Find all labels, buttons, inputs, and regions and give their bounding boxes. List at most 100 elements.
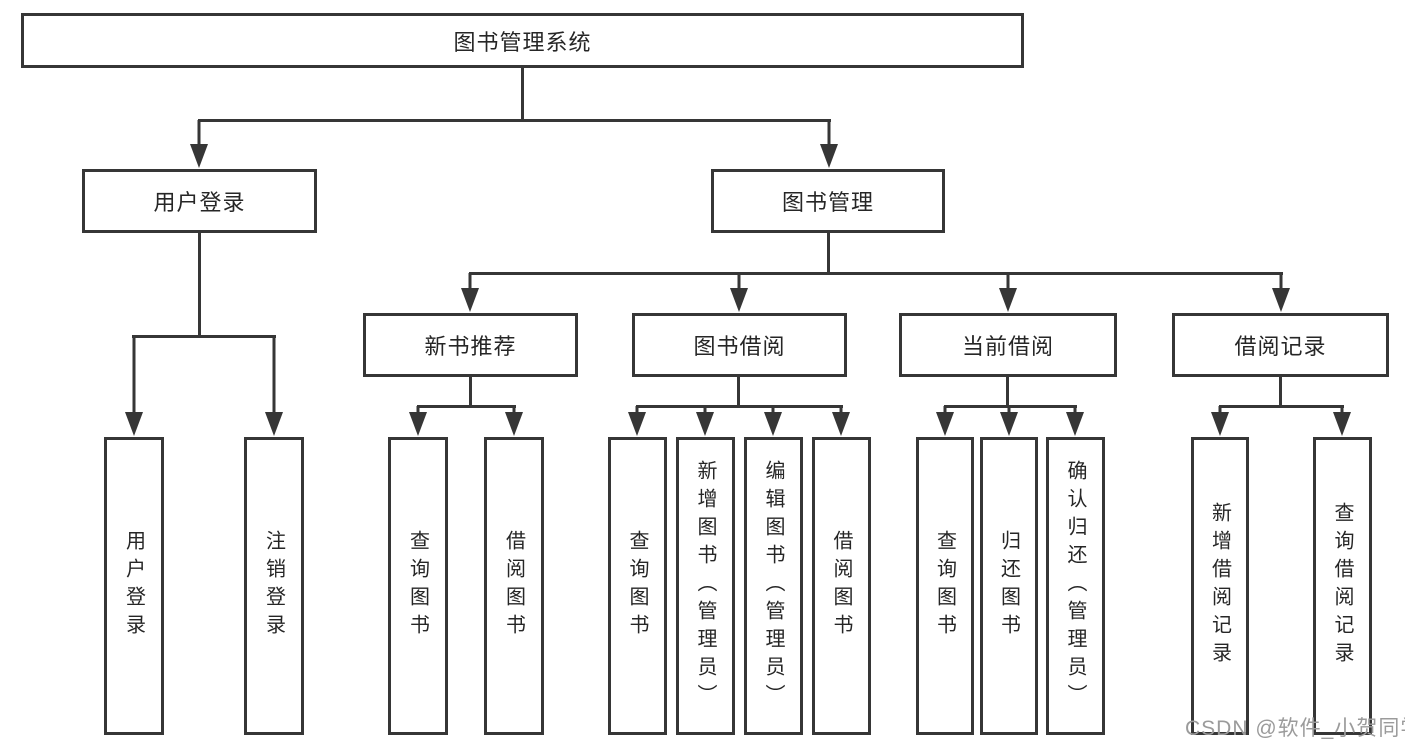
arrowhead-icon xyxy=(190,144,208,168)
connector-line xyxy=(1219,405,1344,408)
node-label: 新书推荐 xyxy=(424,334,517,359)
node-label: 查询借阅记录 xyxy=(1331,502,1353,670)
connector-line xyxy=(1279,377,1282,408)
node-label: 查询图书 xyxy=(933,530,956,642)
arrow-stem xyxy=(839,406,843,416)
connector-line xyxy=(1006,377,1009,408)
node-borrow-books-recommend: 借阅图书 xyxy=(484,437,544,735)
arrow-stem xyxy=(1279,273,1283,292)
node-query-books-recommend: 查询图书 xyxy=(388,437,448,735)
arrowhead-icon xyxy=(461,288,479,312)
arrow-down-icon xyxy=(628,406,646,436)
arrow-stem xyxy=(1218,406,1222,416)
arrow-down-icon xyxy=(505,406,523,436)
node-label: 图书管理 xyxy=(781,190,874,215)
arrowhead-icon xyxy=(936,412,954,436)
node-label: 用户登录 xyxy=(122,530,145,642)
arrow-stem xyxy=(737,273,741,292)
node-label: 图书借阅 xyxy=(693,334,786,359)
node-label: 当前借阅 xyxy=(961,334,1054,359)
connector-line xyxy=(417,405,516,408)
arrow-stem xyxy=(827,120,831,148)
node-edit-books-admin: 编辑图书（管理员） xyxy=(744,437,803,735)
connector-line xyxy=(469,272,1283,275)
arrow-down-icon xyxy=(696,406,714,436)
arrow-down-icon xyxy=(936,406,954,436)
arrowhead-icon xyxy=(999,288,1017,312)
arrow-stem xyxy=(771,406,775,416)
arrowhead-icon xyxy=(125,412,143,436)
arrow-down-icon xyxy=(999,273,1017,312)
arrowhead-icon xyxy=(409,412,427,436)
arrow-stem xyxy=(132,336,136,416)
connector-line xyxy=(198,233,201,338)
node-query-books-borrowing: 查询图书 xyxy=(608,437,667,735)
node-label: 查询图书 xyxy=(626,530,648,642)
connector-line xyxy=(737,377,740,408)
node-borrow-books-borrowing: 借阅图书 xyxy=(812,437,871,735)
node-label: 借阅图书 xyxy=(830,530,852,642)
arrow-down-icon xyxy=(820,120,838,168)
arrow-stem xyxy=(468,273,472,292)
node-label: 归还图书 xyxy=(997,530,1020,642)
node-label: 图书管理系统 xyxy=(453,29,592,55)
node-borrowing-records: 借阅记录 xyxy=(1172,313,1389,377)
node-label: 新增借阅记录 xyxy=(1208,502,1231,670)
node-label: 用户登录 xyxy=(153,190,246,215)
arrowhead-icon xyxy=(1211,412,1229,436)
arrowhead-icon xyxy=(730,288,748,312)
arrow-down-icon xyxy=(461,273,479,312)
node-user-login: 用户登录 xyxy=(82,169,317,233)
arrowhead-icon xyxy=(696,412,714,436)
node-label: 查询图书 xyxy=(406,530,429,642)
arrowhead-icon xyxy=(1272,288,1290,312)
connector-line xyxy=(469,377,472,408)
arrow-down-icon xyxy=(265,336,283,436)
arrowhead-icon xyxy=(764,412,782,436)
arrowhead-icon xyxy=(820,144,838,168)
arrowhead-icon xyxy=(505,412,523,436)
arrowhead-icon xyxy=(628,412,646,436)
node-query-borrow-record: 查询借阅记录 xyxy=(1313,437,1372,735)
arrow-stem xyxy=(943,406,947,416)
node-user-login-leaf: 用户登录 xyxy=(104,437,164,735)
connector-line xyxy=(198,119,831,122)
connector-line xyxy=(827,233,830,275)
arrowhead-icon xyxy=(265,412,283,436)
node-label: 确认归还（管理员） xyxy=(1064,460,1086,712)
node-label: 注销登录 xyxy=(262,530,285,642)
node-label: 借阅记录 xyxy=(1234,334,1327,359)
node-label: 借阅图书 xyxy=(502,530,525,642)
arrow-down-icon xyxy=(1333,406,1351,436)
node-new-book-recommend: 新书推荐 xyxy=(363,313,578,377)
arrowhead-icon xyxy=(1066,412,1084,436)
arrow-down-icon xyxy=(1211,406,1229,436)
arrow-stem xyxy=(1007,406,1011,416)
arrow-down-icon xyxy=(730,273,748,312)
node-add-borrow-record: 新增借阅记录 xyxy=(1191,437,1249,735)
arrow-stem xyxy=(512,406,516,416)
arrow-stem xyxy=(1073,406,1077,416)
arrowhead-icon xyxy=(1333,412,1351,436)
arrow-stem xyxy=(1340,406,1344,416)
node-logout-leaf: 注销登录 xyxy=(244,437,304,735)
node-return-books: 归还图书 xyxy=(980,437,1038,735)
connector-line xyxy=(132,335,276,338)
node-book-borrowing: 图书借阅 xyxy=(632,313,847,377)
arrow-stem xyxy=(416,406,420,416)
arrow-down-icon xyxy=(409,406,427,436)
node-confirm-return-admin: 确认归还（管理员） xyxy=(1046,437,1105,735)
arrow-down-icon xyxy=(125,336,143,436)
node-library-management-system: 图书管理系统 xyxy=(21,13,1024,68)
arrow-down-icon xyxy=(832,406,850,436)
connector-line xyxy=(521,68,524,121)
arrow-down-icon xyxy=(1272,273,1290,312)
node-add-books-admin: 新增图书（管理员） xyxy=(676,437,735,735)
arrow-down-icon xyxy=(1066,406,1084,436)
node-current-borrowing: 当前借阅 xyxy=(899,313,1117,377)
node-label: 编辑图书（管理员） xyxy=(762,460,784,712)
arrow-stem xyxy=(197,120,201,148)
arrow-stem xyxy=(1006,273,1010,292)
node-label: 新增图书（管理员） xyxy=(694,460,716,712)
arrow-stem xyxy=(703,406,707,416)
